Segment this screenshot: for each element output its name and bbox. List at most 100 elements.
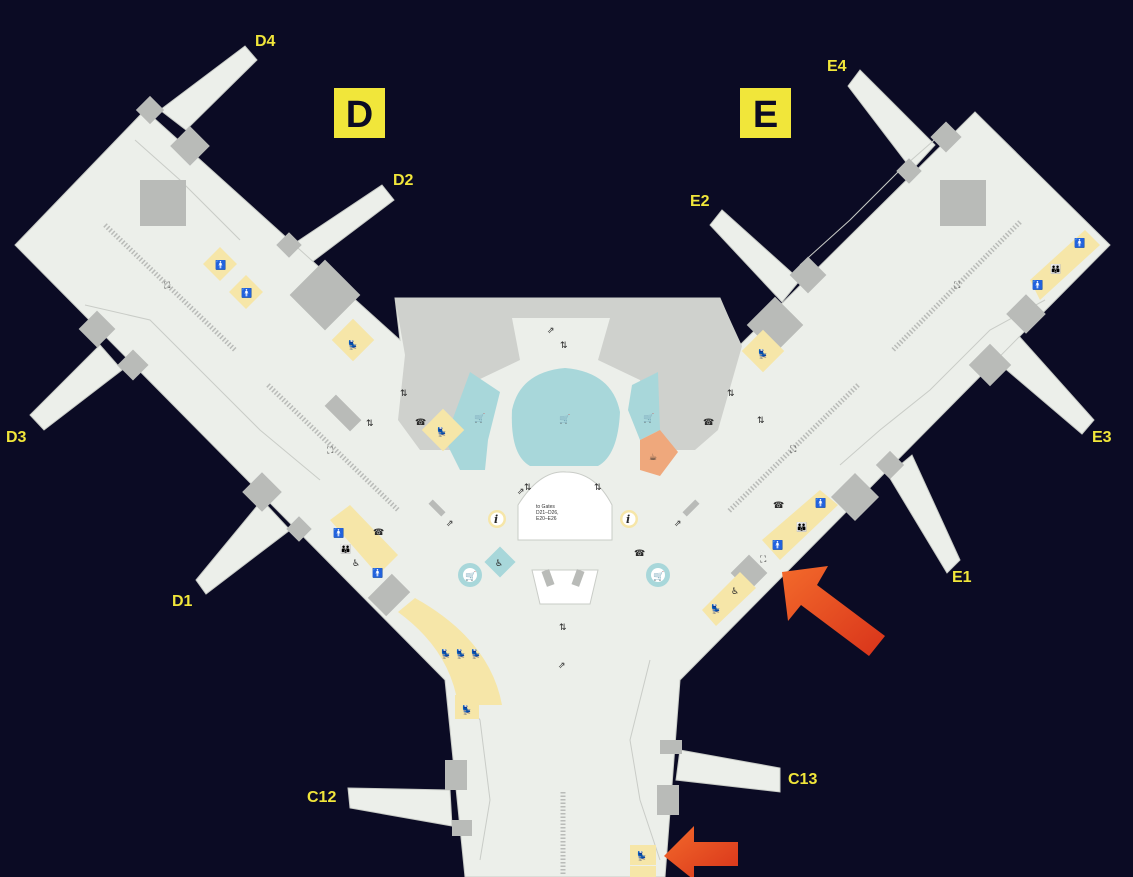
seat-icon: 💺: [710, 603, 721, 615]
restroom-icon: 🚹: [241, 287, 252, 299]
phone-icon: ☎: [415, 418, 426, 428]
walkway-icon: ⛶: [759, 554, 767, 565]
cafe-icon: ☕: [649, 453, 657, 463]
gate-label-c13[interactable]: C13: [788, 771, 817, 788]
shop-icon: 🛒: [465, 570, 476, 582]
gate-label-d1[interactable]: D1: [172, 593, 193, 610]
bridge-e2: [709, 209, 801, 303]
restroom-icon: 🚹: [333, 527, 344, 539]
bridge-c13: [675, 749, 781, 793]
bridge-e3: [994, 334, 1095, 435]
restroom-icon: 🚹: [372, 567, 383, 579]
walkway-icon: ⛶: [953, 280, 961, 291]
seat-icon: 💺: [455, 648, 466, 660]
restroom-icon: 🚹: [1074, 237, 1085, 249]
info-icon: i: [494, 513, 498, 526]
escalator-icon: ⇗: [547, 326, 555, 336]
bridge-e1: [887, 454, 961, 574]
concourse-badge-d: D: [334, 88, 385, 138]
central-sign-line3: E20–E26: [536, 516, 557, 522]
jet-bridges: [29, 45, 1095, 827]
bridge-d2: [291, 184, 395, 263]
pointer-arrows: [664, 566, 885, 877]
elevator-icon: ⇅: [400, 389, 408, 399]
family-restroom-icon: 👪: [340, 543, 351, 555]
gate-label-d3[interactable]: D3: [6, 429, 27, 446]
bridge-d1: [195, 499, 291, 595]
moving-walkways: [103, 220, 1022, 875]
seat-icon: 💺: [347, 339, 358, 351]
shop-zone-right: [628, 372, 660, 440]
gate-label-e4[interactable]: E4: [827, 58, 847, 75]
walkway-icon: ⛶: [163, 280, 171, 291]
gate-label-d4[interactable]: D4: [255, 33, 276, 50]
elevator-icon: ⇅: [560, 341, 568, 351]
seat-icon: 💺: [440, 648, 451, 660]
escalator-icon: ⇗: [517, 487, 525, 497]
concourse-letter-e: E: [753, 94, 778, 136]
wheelchair-icon: ♿: [731, 587, 739, 597]
family-restroom-icon: 👪: [796, 521, 807, 533]
shop-icon: 🛒: [474, 412, 485, 424]
shop-icon: 🛒: [643, 412, 654, 424]
escalator-icon: ⇗: [558, 661, 566, 671]
service-blocks: [78, 95, 1046, 836]
central-sign-line1: to Gates: [536, 504, 555, 510]
elevator-icon: ⇅: [727, 389, 735, 399]
seat-icon: 💺: [636, 850, 647, 862]
restroom-icon: 🚹: [815, 497, 826, 509]
bridge-c12: [347, 787, 453, 827]
elevator-icon: ⇅: [594, 483, 602, 493]
shop-icon: 🛒: [653, 570, 664, 582]
central-entry: [517, 471, 613, 541]
gate-label-d2[interactable]: D2: [393, 172, 414, 189]
central-sign-line2: D21–D26,: [536, 510, 559, 516]
arrow-icon: [664, 826, 738, 877]
family-restroom-icon: 👪: [1050, 263, 1061, 275]
concourse-letter-d: D: [346, 94, 373, 136]
info-icon: i: [626, 513, 630, 526]
walkway-icon: ⛶: [326, 445, 334, 456]
escalator-icon: ⇗: [446, 519, 454, 529]
amenity-icons: 🚹 🚹 🚹 🚹 🚹 🚹 🚹 🚹 👪 👪 👪 ♿ ♿ 💺 💺 💺 💺 💺 💺 💺 …: [163, 237, 1085, 862]
seat-icon: 💺: [436, 426, 447, 438]
restroom-icon: 🚹: [215, 259, 226, 271]
shop-zone-left: [445, 372, 500, 470]
gate-label-e1[interactable]: E1: [952, 569, 972, 586]
phone-icon: ☎: [703, 418, 714, 428]
central-building: [395, 298, 742, 541]
gate-labels: D4 D2 D3 D1 E4 E2 E3 E1 C12 C13: [6, 33, 1112, 806]
seat-icon: 💺: [757, 348, 768, 360]
concourse-badge-e: E: [740, 88, 791, 138]
shop-icon: 🛒: [559, 413, 570, 425]
cafe-zone: [640, 430, 678, 476]
shop-kiosks: 🛒 🛒 ♿: [458, 546, 670, 587]
elevator-icon: ⇅: [524, 483, 532, 493]
gate-label-e2[interactable]: E2: [690, 193, 710, 210]
wheelchair-icon: ♿: [352, 559, 360, 569]
info-desks: i i: [488, 510, 638, 528]
elevator-icon: ⇅: [757, 416, 765, 426]
gate-label-c12[interactable]: C12: [307, 789, 336, 806]
central-escalator-box: [531, 569, 599, 605]
bridge-d3: [29, 344, 123, 431]
escalator-icon: ⇗: [674, 519, 682, 529]
amenity-zones: [203, 230, 1100, 877]
central-sign: to Gates D21–D26, E20–E26: [536, 504, 559, 522]
elevator-icon: ⇅: [559, 623, 567, 633]
arrow-icon: [782, 566, 885, 656]
phone-icon: ☎: [634, 549, 645, 559]
elevator-icon: ⇅: [366, 419, 374, 429]
shop-zone-center: [511, 368, 620, 466]
seat-icon: 💺: [470, 648, 481, 660]
seat-icon: 💺: [461, 704, 472, 716]
phone-icon: ☎: [373, 528, 384, 538]
wheelchair-icon: ♿: [495, 559, 503, 569]
bridge-e4: [847, 69, 936, 171]
restroom-icon: 🚹: [1032, 279, 1043, 291]
bridge-d4: [159, 45, 258, 131]
walkway-icon: ⛶: [789, 444, 797, 455]
phone-icon: ☎: [773, 501, 784, 511]
gate-label-e3[interactable]: E3: [1092, 429, 1112, 446]
